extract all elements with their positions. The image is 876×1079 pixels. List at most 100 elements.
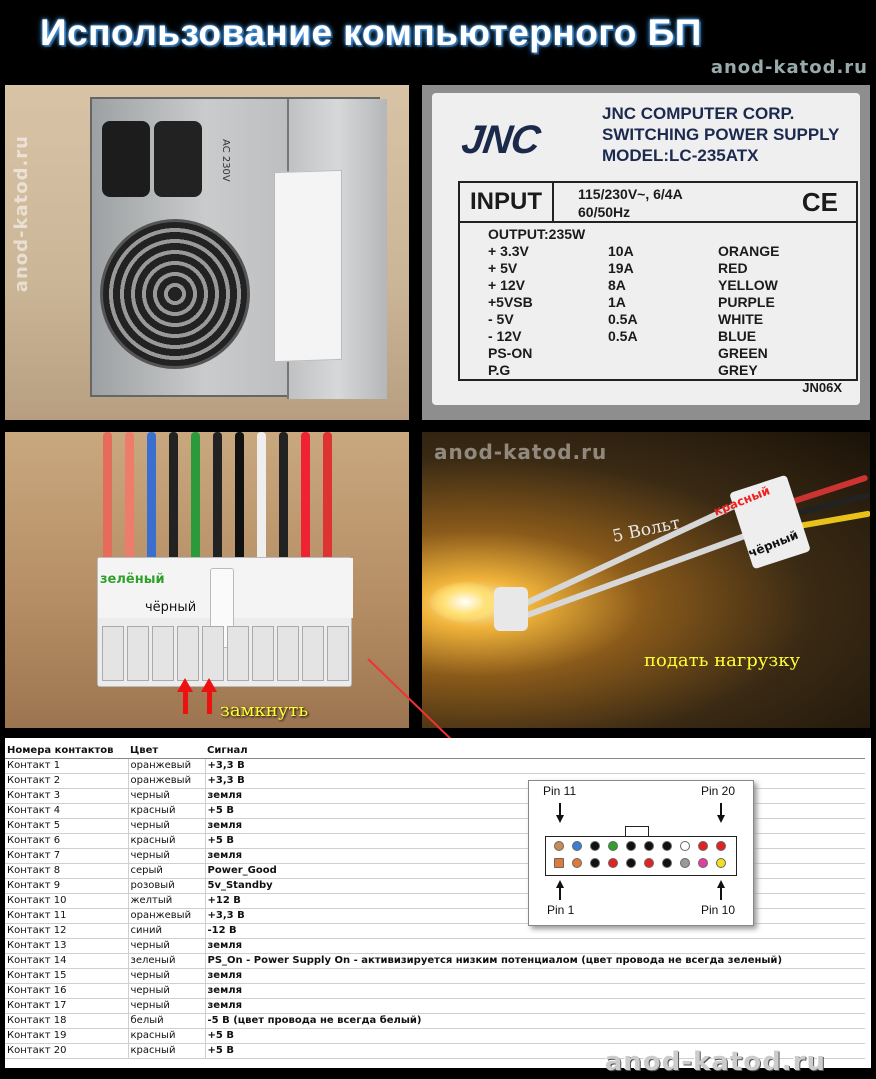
wire-color-cell: черный: [128, 818, 206, 834]
watermark-bottom: anod-katod.ru: [604, 1047, 826, 1077]
connector-pin: [102, 626, 124, 681]
black-wire-label: чёрный: [145, 600, 197, 615]
arrow-stem: [720, 803, 722, 815]
pin-dot: [716, 858, 726, 868]
contact-number-cell: Контакт 1: [5, 758, 129, 774]
contact-number-cell: Контакт 11: [5, 908, 129, 924]
connector-pin: [177, 626, 199, 681]
green-wire-label: зелёный: [100, 572, 165, 587]
connector-wire: [279, 432, 288, 582]
arrow-up-icon: [717, 880, 725, 888]
pin-dot: [572, 841, 582, 851]
wire-color-cell: розовый: [128, 878, 206, 894]
wire-color-cell: черный: [128, 788, 206, 804]
psu-label-photo: JNC JNC COMPUTER CORP. SWITCHING POWER S…: [422, 85, 870, 420]
wire-color-cell: черный: [128, 968, 206, 984]
pin-dot: [680, 841, 690, 851]
watermark-top: anod-katod.ru: [710, 57, 868, 78]
connector-wire: [103, 432, 112, 582]
signal-cell: земля: [205, 938, 865, 954]
contact-number-cell: Контакт 2: [5, 773, 129, 789]
wire-color-cell: красный: [128, 1043, 206, 1059]
signal-cell: -5 В (цвет провода не всегда белый): [205, 1013, 865, 1029]
output-current: 0.5A: [608, 311, 638, 327]
corp-line: JNC COMPUTER CORP.: [602, 104, 795, 123]
pin-dot: [698, 841, 708, 851]
connector-wire: [257, 432, 266, 582]
wire-color-cell: оранжевый: [128, 773, 206, 789]
contact-number-cell: Контакт 7: [5, 848, 129, 864]
wire-color-cell: синий: [128, 923, 206, 939]
psu-side-label: [274, 169, 342, 363]
output-color: GREY: [718, 362, 758, 378]
wire-color-cell: оранжевый: [128, 908, 206, 924]
connector-pin: [202, 626, 224, 681]
output-color: WHITE: [718, 311, 764, 327]
wire-color-cell: красный: [128, 1028, 206, 1044]
output-header: OUTPUT:235W: [488, 226, 586, 242]
wire-color-cell: оранжевый: [128, 758, 206, 774]
contact-number-cell: Контакт 4: [5, 803, 129, 819]
lamp-socket: [494, 587, 528, 631]
signal-cell: земля: [205, 983, 865, 999]
power-socket-out: [154, 121, 202, 197]
output-voltage: + 12V: [488, 277, 525, 293]
output-color: RED: [718, 260, 748, 276]
ce-mark: CE: [801, 187, 838, 217]
pin-dot: [608, 841, 618, 851]
corp-line: SWITCHING POWER SUPPLY: [602, 125, 840, 144]
pin-dot: [680, 858, 690, 868]
output-color: PURPLE: [718, 294, 775, 310]
connector-pin: [327, 626, 349, 681]
contact-number-cell: Контакт 8: [5, 863, 129, 879]
output-voltage: P.G: [488, 362, 511, 378]
output-voltage: - 12V: [488, 328, 522, 344]
output-current: 1A: [608, 294, 626, 310]
arrow-down-icon: [556, 815, 564, 823]
pin-dot: [572, 858, 582, 868]
power-socket-in: [102, 121, 150, 197]
output-color: BLUE: [718, 328, 757, 344]
corp-line: MODEL:LC-235ATX: [602, 146, 759, 165]
pin-dot: [590, 841, 600, 851]
lamp-photo: anod-katod.ru 5 Вольт красный чёрный под…: [422, 432, 870, 728]
psu-photo: anod-katod.ru AC 230V: [5, 85, 409, 420]
contact-number-cell: Контакт 14: [5, 953, 129, 969]
input-values: 115/230V~, 6/4A 60/50Hz: [578, 185, 683, 221]
connector-wire: [235, 432, 244, 582]
lamp-wire: [520, 498, 746, 608]
pin10-label: Pin 10: [701, 903, 736, 917]
fan-grille: [100, 219, 250, 369]
connector-wire: [213, 432, 222, 582]
output-voltage: + 5V: [488, 260, 518, 276]
wire-color-cell: черный: [128, 938, 206, 954]
watermark-middle: anod-katod.ru: [434, 440, 608, 464]
wire-color-cell: черный: [128, 998, 206, 1014]
arrow-up-icon: [556, 880, 564, 888]
connector-wire: [301, 432, 310, 582]
output-color: GREEN: [718, 345, 768, 361]
connector-wire: [191, 432, 200, 582]
pin-dot: [716, 841, 726, 851]
contact-number-cell: Контакт 18: [5, 1013, 129, 1029]
output-box: [458, 221, 858, 381]
input-box: INPUT 115/230V~, 6/4A 60/50Hz CE: [458, 181, 858, 223]
output-current: 0.5A: [608, 328, 638, 344]
input-line: 115/230V~, 6/4A: [578, 186, 683, 202]
jnc-logo: JNC: [458, 118, 543, 162]
wire-color-cell: черный: [128, 983, 206, 999]
connector-pin: [302, 626, 324, 681]
connector-wire: [323, 432, 332, 582]
voltage-label: 5 Вольт: [610, 513, 682, 547]
test-connector: [729, 474, 811, 570]
